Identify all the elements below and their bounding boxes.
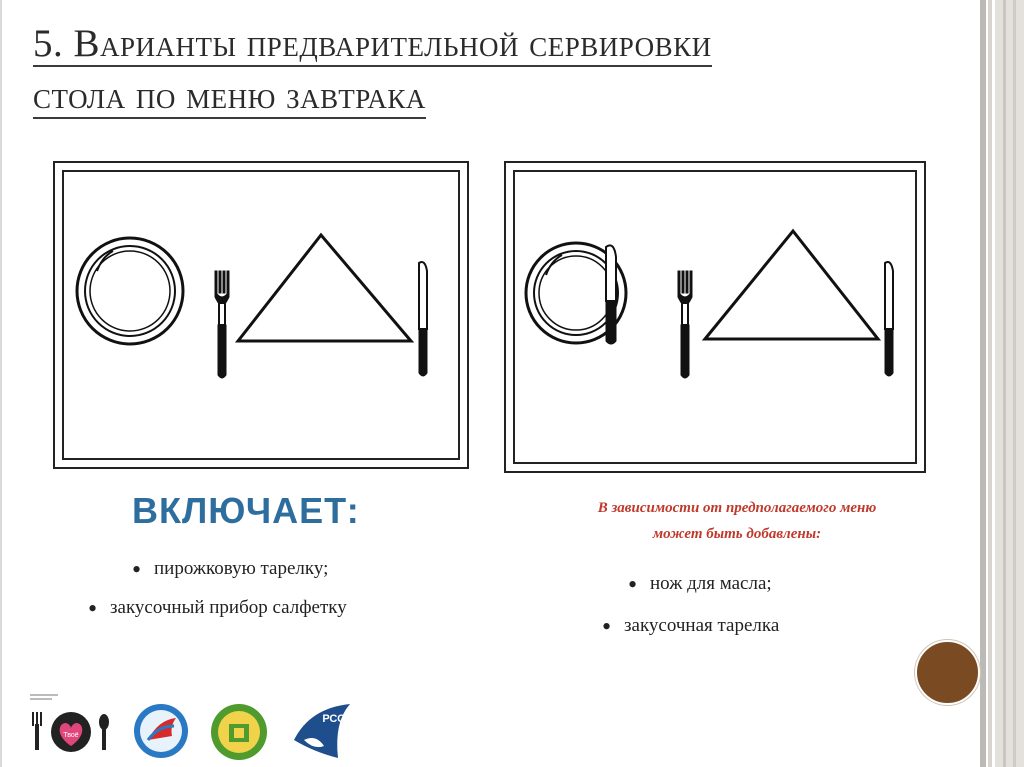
green-emblem-logo bbox=[209, 702, 269, 762]
rso-logo: РСО bbox=[290, 700, 354, 762]
fork-icon bbox=[214, 270, 230, 379]
decorative-circle bbox=[915, 640, 980, 705]
list-item-text: закусочный прибор салфетку bbox=[88, 597, 347, 619]
list-item: пирожковую тарелку; bbox=[132, 558, 328, 580]
list-item-text: нож для масла; bbox=[628, 573, 772, 595]
butter-knife-icon bbox=[605, 244, 617, 345]
decorative-stripe bbox=[1003, 0, 1006, 767]
globe-flag-logo bbox=[132, 702, 190, 760]
fork-heart-spoon-logo: Твоё bbox=[26, 690, 116, 760]
table-setting-diagram-2 bbox=[504, 161, 926, 473]
list-item: нож для масла; bbox=[628, 573, 772, 595]
menu-note-line-2: может быть добавлены: bbox=[652, 526, 822, 542]
slide-left-edge bbox=[0, 0, 2, 767]
decorative-stripe bbox=[1013, 0, 1016, 767]
logo-text: РСО bbox=[322, 713, 346, 725]
slide-title: 5. Варианты предварительной сервировки с… bbox=[33, 18, 933, 122]
includes-heading: ВКЛЮЧАЕТ: bbox=[132, 490, 360, 531]
list-item-text: пирожковую тарелку; bbox=[132, 558, 328, 580]
title-line-2: стола по меню завтрака bbox=[33, 74, 426, 119]
decorative-stripe bbox=[995, 0, 1024, 767]
list-item-text: закусочная тарелка bbox=[602, 615, 779, 637]
menu-note-line-1: В зависимости от предполагаемого меню bbox=[597, 500, 877, 516]
folded-napkin-icon bbox=[234, 232, 415, 343]
knife-icon bbox=[884, 261, 894, 377]
plate-icon bbox=[75, 236, 185, 346]
list-item: закусочный прибор салфетку bbox=[88, 597, 347, 619]
decorative-stripe bbox=[988, 0, 992, 767]
fork-icon bbox=[677, 270, 693, 379]
decorative-stripe bbox=[980, 0, 986, 767]
table-setting-diagram-1 bbox=[53, 161, 469, 469]
list-item: закусочная тарелка bbox=[602, 615, 779, 637]
folded-napkin-icon bbox=[701, 228, 882, 341]
title-line-1: 5. Варианты предварительной сервировки bbox=[33, 22, 712, 67]
logo-text: Твоё bbox=[63, 732, 79, 739]
knife-icon bbox=[418, 261, 428, 377]
menu-note: В зависимости от предполагаемого меню мо… bbox=[522, 495, 952, 547]
